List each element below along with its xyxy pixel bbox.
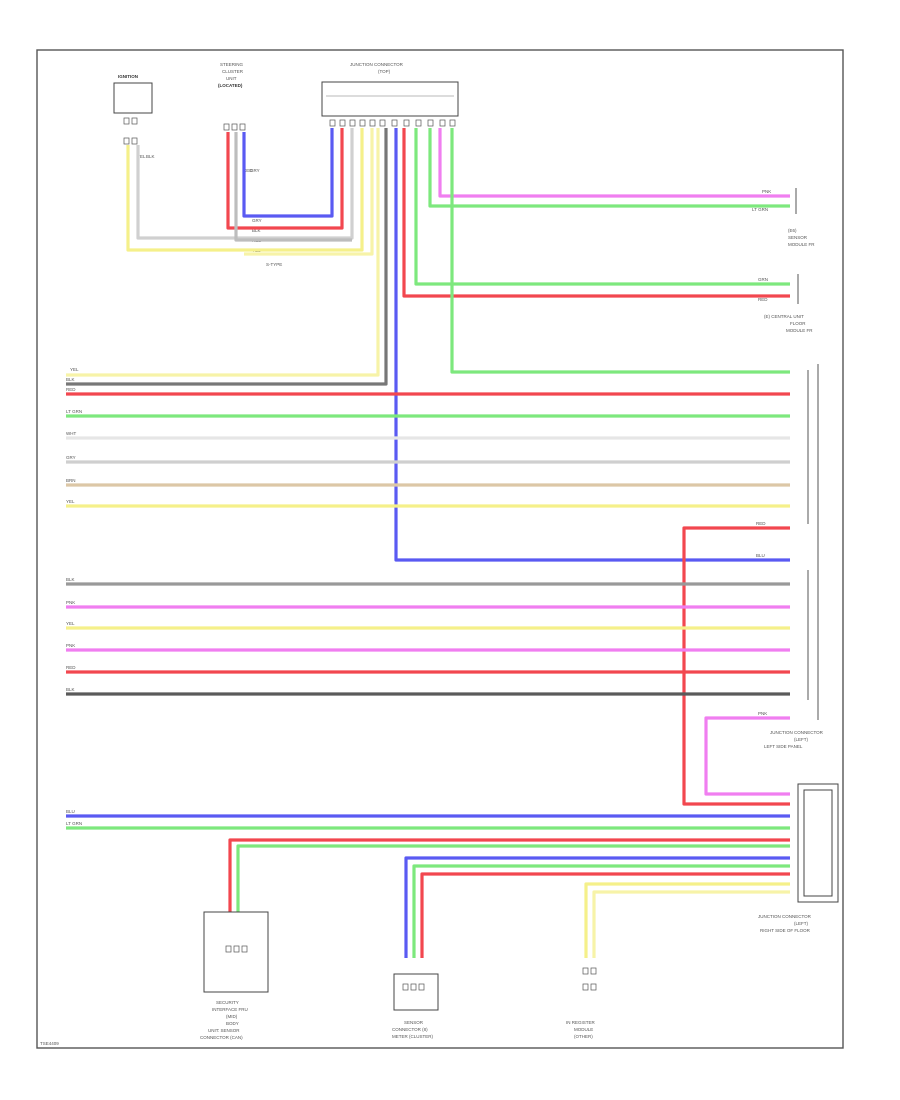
main-label-17: PNK — [758, 711, 767, 716]
right-sensor-module-1: PNK LT GRN (E6) SENSOR MODULE FR — [428, 128, 815, 247]
r2-line-1: (E) CENTRAL UNIT — [764, 314, 804, 319]
main-label-6: GRY — [66, 455, 76, 460]
splice-type-label: S-TYPE — [266, 262, 282, 267]
main-label-11: BLK — [66, 577, 75, 582]
ignition-wire-label-2: BLK — [146, 154, 155, 159]
steering-line-3: UNIT — [226, 76, 237, 81]
page-reference: TSE4409 — [40, 1041, 59, 1046]
main-label-5: WHT — [66, 431, 76, 436]
splice-label-1: GRY — [252, 218, 262, 223]
steering-wire-label-2: GRY — [250, 168, 260, 173]
junction-right-line-3: RIGHT SIDE OF FLOOR — [760, 928, 811, 933]
bottom-1-line-1: SECURITY — [216, 1000, 239, 1005]
right-sensor-module-2: GRN RED (E) CENTRAL UNIT FLOOR MODULE FR — [402, 128, 813, 333]
junction-connector-left: JUNCTION CONNECTOR (LEFT) LEFT SIDE PANE… — [764, 364, 824, 749]
bottom-label-1: BLU — [66, 809, 75, 814]
bottom-1-line-6: CONNECTOR (CAN) — [200, 1035, 243, 1040]
ignition-wire-label-1: YEL — [137, 154, 146, 159]
junction-right-line-1: JUNCTION CONNECTOR — [758, 914, 812, 919]
r2-line-2: FLOOR — [790, 321, 806, 326]
main-label-16: BLK — [66, 687, 75, 692]
steering-lock-unit: STEERING CLUSTER UNIT (LOCATED) RED GRY — [218, 62, 260, 173]
bottom-2-line-1: SENSOR — [404, 1020, 424, 1025]
r1-wire-label-1: PNK — [762, 189, 771, 194]
r2-wire-label-2: RED — [758, 297, 768, 302]
r1-wire-label-2: LT GRN — [752, 207, 768, 212]
main-label-14: PNK — [66, 643, 75, 648]
main-label-12: PNK — [66, 600, 75, 605]
junction-connector-top: JUNCTION CONNECTOR (TOP) — [321, 62, 459, 127]
bottom-component-3: IN REGISTER MODULE (OTHER) — [566, 967, 597, 1039]
main-label-9: RED — [756, 521, 766, 526]
steering-line-1: STEERING — [220, 62, 244, 67]
steering-line-2: CLUSTER — [222, 69, 244, 74]
junction-left-line-2: (LEFT) — [794, 737, 809, 742]
bottom-component-1: SECURITY INTERFACE FRU (MID) BODY UNIT: … — [200, 866, 269, 1040]
bottom-label-2: LT GRN — [66, 821, 82, 826]
main-label-15: RED — [66, 665, 76, 670]
ignition-switch: IGNITION YEL BLK — [113, 74, 155, 159]
r2-wire-label-1: GRN — [758, 277, 768, 282]
main-wire-labels: YEL BLK RED LT GRN WHT GRY BRN YEL RED B… — [66, 367, 767, 826]
main-label-8: YEL — [66, 499, 75, 504]
junction-top-line-2: (TOP) — [378, 69, 391, 74]
bottom-2-line-2: CONNECTOR (8) — [392, 1027, 428, 1032]
ignition-title: IGNITION — [118, 74, 138, 79]
bottom-3-line-1: IN REGISTER — [566, 1020, 596, 1025]
main-label-7: BRN — [66, 478, 76, 483]
main-wires — [66, 128, 790, 830]
main-label-2: BLK — [66, 377, 75, 382]
bottom-1-line-5: UNIT: SENSOR — [208, 1028, 240, 1033]
steering-wire-label-1: RED — [243, 168, 253, 173]
bottom-component-2: SENSOR CONNECTOR (8) METER (CLUSTER) — [392, 973, 439, 1039]
r2-line-3: MODULE FR — [786, 328, 813, 333]
main-label-13: YEL — [66, 621, 75, 626]
bottom-1-line-2: INTERFACE FRU — [212, 1007, 248, 1012]
main-label-10: BLU — [756, 553, 765, 558]
diagram-frame — [36, 49, 844, 1049]
splice-label-2: BLK — [252, 228, 261, 233]
bottom-1-line-3: (MID) — [226, 1014, 238, 1019]
steering-line-4: (LOCATED) — [218, 83, 243, 88]
bottom-3-line-2: MODULE — [574, 1027, 593, 1032]
main-label-1: YEL — [70, 367, 79, 372]
junction-left-line-1: JUNCTION CONNECTOR — [770, 730, 824, 735]
junction-right-line-2: (LEFT) — [794, 921, 809, 926]
main-label-3: RED — [66, 387, 76, 392]
bottom-3-line-3: (OTHER) — [574, 1034, 593, 1039]
top-wires — [126, 128, 374, 256]
junction-connector-right: JUNCTION CONNECTOR (LEFT) RIGHT SIDE OF … — [228, 783, 839, 958]
bottom-1-line-4: BODY — [226, 1021, 239, 1026]
r1-line-2: SENSOR — [788, 235, 808, 240]
junction-left-line-3: LEFT SIDE PANEL — [764, 744, 803, 749]
bottom-2-line-3: METER (CLUSTER) — [392, 1034, 434, 1039]
junction-top-line-1: JUNCTION CONNECTOR — [350, 62, 404, 67]
r1-line-3: MODULE FR — [788, 242, 815, 247]
main-label-4: LT GRN — [66, 409, 82, 414]
r1-line-1: (E6) — [788, 228, 797, 233]
